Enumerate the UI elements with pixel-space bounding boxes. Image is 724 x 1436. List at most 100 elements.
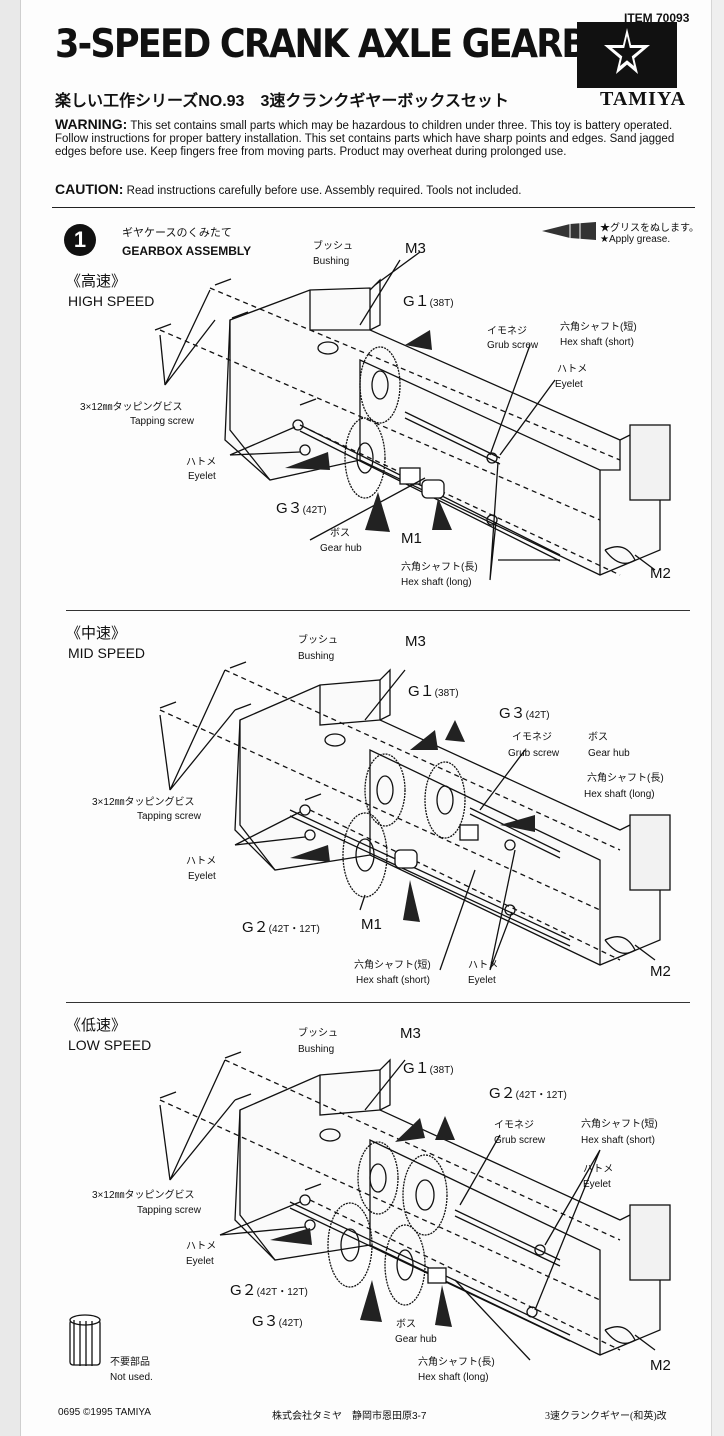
page-left-edge (0, 0, 21, 1436)
low-bushing-en: Bushing (298, 1044, 335, 1055)
high-m2-label: M2 (650, 565, 671, 582)
high-hex-short-jp: 六角シャフト(短) (560, 322, 637, 333)
high-eyelet2-jp: ハトメ (186, 457, 217, 468)
mid-eyelet2-en: Eyelet (468, 975, 496, 986)
low-g1-teeth: (38T) (429, 1065, 454, 1076)
mid-screw-en: Tapping screw (137, 811, 201, 822)
warning-label: WARNING: (55, 116, 128, 132)
mid-grub-en: Grub screw (508, 748, 560, 759)
high-screw-jp: 3×12㎜タッピングビス (80, 402, 183, 413)
high-speed-diagram (154, 251, 671, 581)
low-speed-title-en: LOW SPEED (68, 1037, 152, 1053)
low-hex-short-en: Hex shaft (short) (581, 1135, 655, 1146)
mid-hub-jp: ボス (588, 732, 608, 743)
high-hex-short-en: Hex shaft (short) (560, 337, 634, 348)
high-hex-long-en: Hex shaft (long) (401, 577, 472, 588)
low-g2a-name: G２ (489, 1085, 516, 1102)
low-g2b-teeth: (42T・12T) (256, 1287, 308, 1298)
low-bushing-jp: ブッシュ (298, 1028, 338, 1039)
mid-hex-short-jp: 六角シャフト(短) (354, 960, 431, 971)
footer-company: 株式会社タミヤ 静岡市恩田原3-7 (272, 1411, 427, 1422)
mid-g3-teeth: (42T) (525, 710, 550, 721)
low-eyelet2-jp: ハトメ (186, 1241, 217, 1252)
high-g1-teeth: (38T) (429, 298, 454, 309)
mid-eyelet2-jp: ハトメ (468, 960, 499, 971)
low-hex-long-jp: 六角シャフト(長) (418, 1357, 495, 1368)
low-m2-label: M2 (650, 1357, 671, 1374)
high-g1-label: G１(38T) (403, 290, 454, 311)
mid-g1-name: G１ (408, 683, 435, 700)
low-screw-jp: 3×12㎜タッピングビス (92, 1190, 195, 1201)
mid-hex-long-jp: 六角シャフト(長) (587, 773, 664, 784)
mid-g1-label: G１(38T) (408, 680, 459, 701)
high-bushing-jp: ブッシュ (313, 241, 353, 252)
high-bushing-en: Bushing (313, 256, 350, 267)
grease-note-en: ★Apply grease. (600, 234, 671, 245)
mid-hex-long-en: Hex shaft (long) (584, 789, 655, 800)
mid-grub-jp: イモネジ (512, 732, 552, 743)
low-screw-en: Tapping screw (137, 1205, 201, 1216)
low-eyelet-en: Eyelet (583, 1179, 611, 1190)
low-eyelet2-en: Eyelet (186, 1256, 214, 1267)
low-hex-short-jp: 六角シャフト(短) (581, 1119, 658, 1130)
high-speed-title-jp: 《高速》 (66, 273, 127, 290)
high-g3-teeth: (42T) (302, 505, 327, 516)
page-right-edge (711, 0, 724, 1436)
low-g3-label: G３(42T) (252, 1310, 303, 1331)
tamiya-logo-text: TAMIYA (600, 88, 687, 110)
low-speed-diagram (69, 1051, 671, 1366)
low-g3-name: G３ (252, 1313, 279, 1330)
page-subtitle-jp: 楽しい工作シリーズNO.93 3速クランクギヤーボックスセット (55, 93, 509, 110)
mid-eyelet-jp: ハトメ (186, 856, 217, 867)
high-hub-en: Gear hub (320, 543, 362, 554)
low-hub-en: Gear hub (395, 1334, 437, 1345)
instruction-frame (52, 207, 695, 1388)
mid-m1-label: M1 (361, 916, 382, 933)
step-title-en: GEARBOX ASSEMBLY (122, 244, 252, 258)
item-number: ITEM 70093 (624, 11, 690, 25)
low-hub-jp: ボス (396, 1319, 416, 1330)
low-g3-teeth: (42T) (278, 1318, 303, 1329)
not-used-part-icon (69, 1314, 101, 1366)
not-used-en: Not used. (110, 1372, 153, 1383)
low-g2b-name: G２ (230, 1282, 257, 1299)
low-speed-title-jp: 《低速》 (66, 1017, 127, 1034)
high-screw-en: Tapping screw (130, 416, 194, 427)
tamiya-star-logo (577, 22, 677, 88)
low-eyelet-jp: ハトメ (583, 1164, 614, 1175)
low-g2a-teeth: (42T・12T) (515, 1090, 567, 1101)
high-eyelet2-en: Eyelet (188, 471, 216, 482)
step-number: 1 (64, 224, 96, 256)
low-grub-jp: イモネジ (494, 1120, 534, 1131)
low-m3-label: M3 (400, 1025, 421, 1042)
mid-speed-title-en: MID SPEED (68, 645, 146, 661)
low-grub-en: Grub screw (494, 1135, 546, 1146)
grease-note-jp: ★グリスをぬします。 (600, 223, 699, 234)
high-speed-title-en: HIGH SPEED (68, 293, 155, 309)
grease-tube-icon (542, 222, 596, 240)
step-title-jp: ギヤケースのくみたて (122, 227, 232, 239)
page-title: 3-SPEED CRANK AXLE GEARBOX (55, 22, 640, 67)
mid-m3-label: M3 (405, 633, 426, 650)
mid-bushing-en: Bushing (298, 651, 335, 662)
high-g1-name: G１ (403, 293, 430, 310)
low-g1-label: G１(38T) (403, 1057, 454, 1078)
low-g2b-label: G２(42T・12T) (230, 1279, 308, 1300)
caution-text: Read instructions carefully before use. … (126, 185, 522, 197)
mid-g2-name: G２ (242, 919, 269, 936)
caution-label: CAUTION: (55, 181, 124, 197)
mid-screw-jp: 3×12㎜タッピングビス (92, 797, 195, 808)
high-eyelet-en: Eyelet (555, 379, 583, 390)
high-grub-en: Grub screw (487, 340, 539, 351)
mid-bushing-jp: ブッシュ (298, 635, 338, 646)
high-m3-label: M3 (405, 240, 426, 257)
mid-g1-teeth: (38T) (434, 688, 459, 699)
mid-g2-teeth: (42T・12T) (268, 924, 320, 935)
mid-hex-short-en: Hex shaft (short) (356, 975, 430, 986)
not-used-jp: 不要部品 (110, 1357, 150, 1368)
mid-m2-label: M2 (650, 963, 671, 980)
mid-speed-title-jp: 《中速》 (66, 625, 127, 642)
caution-block: CAUTION: Read instructions carefully bef… (55, 181, 521, 197)
mid-g2-label: G２(42T・12T) (242, 916, 320, 937)
high-g3-label: G３(42T) (276, 497, 327, 518)
